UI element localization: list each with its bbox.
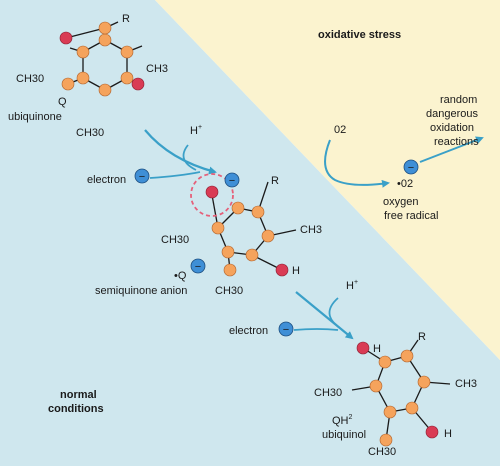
oxygen-radical-name-line1: oxygen [383, 196, 418, 208]
step1-main-arrow [144, 129, 217, 175]
ubiquinol-h-bottom-label: H [444, 428, 452, 440]
outcome-line1: random [440, 94, 477, 106]
step2-electron-label: electron [229, 325, 268, 337]
step2-hplus-arrow [328, 297, 341, 329]
ubiquinol-h-top-label: H [373, 343, 381, 355]
outcome-line3: oxidation [430, 122, 474, 134]
ubiquinone-name-label: ubiquinone [8, 111, 62, 123]
ubiquinone-r-label: R [122, 13, 130, 25]
semiquinone-oxygen-bottom [275, 263, 289, 277]
step1-electron-arrow [149, 171, 201, 179]
oxygen-atom-bottom [131, 77, 145, 91]
svg-text:−: − [283, 324, 289, 336]
svg-text:−: − [195, 261, 201, 273]
ubiquinol-r-label: R [418, 331, 426, 343]
semiquinone-name-label: semiquinone anion [95, 285, 187, 297]
svg-text:−: − [408, 162, 414, 174]
step2-electron-arrow [293, 328, 339, 331]
outcome-line4: reactions [434, 136, 479, 148]
o2-label: 02 [334, 124, 346, 136]
semiquinone-dotq-label: •Q [174, 270, 187, 282]
ubiquinol-name-label: ubiquinol [322, 429, 366, 441]
ubiquinol-atoms [356, 341, 439, 447]
svg-text:−: − [139, 171, 145, 183]
oxygen-radical-name-line2: free radical [384, 210, 438, 222]
step1-hplus-label: H+ [190, 124, 202, 137]
semiquinone-oxygen-top [205, 185, 219, 199]
radical-to-reactions-arrow [419, 136, 484, 163]
oxygen-radical-symbol: •02 [397, 178, 413, 190]
semiquinone-ch3o-bottom-label: CH30 [215, 285, 243, 297]
ubiquinol-ch3-label: CH3 [455, 378, 477, 390]
radical-electron-icon: − [403, 159, 419, 175]
radical-site-dashed-circle [190, 173, 234, 217]
oxidative-stress-label: oxidative stress [318, 29, 401, 41]
o2-to-radical-arrow [324, 139, 390, 188]
step2-electron-icon: − [278, 321, 294, 337]
step1-hplus-arrow [182, 144, 197, 171]
ubiquinol-oxygen-top [356, 341, 370, 355]
semiquinone-h-label: H [292, 265, 300, 277]
semiquinone-electron-icon: − [224, 172, 240, 188]
ubiquinone-q-label: Q [58, 96, 67, 108]
step1-electron-icon: − [134, 168, 150, 184]
oxidative-stress-region [155, 0, 500, 360]
ubiquinol-oxygen-bottom [425, 425, 439, 439]
svg-text:−: − [229, 175, 235, 187]
outcome-line2: dangerous [426, 108, 478, 120]
normal-label-line1: normal [60, 389, 97, 401]
semiquinone-atoms [205, 185, 289, 277]
semiquinone-r-label: R [271, 175, 279, 187]
ubiquinol-qh2-label: QH2 [332, 414, 353, 427]
step2-main-arrow [295, 291, 354, 340]
semiquinone-ch3-label: CH3 [300, 224, 322, 236]
ubiquinone-ch3-label: CH3 [146, 63, 168, 75]
oxygen-atom-top [59, 31, 73, 45]
ubiquinol-ch3o-bottom-label: CH30 [368, 446, 396, 458]
normal-label-line2: conditions [48, 403, 104, 415]
step2-hplus-label: H+ [346, 279, 358, 292]
ubiquinol-ch3o-left-label: CH30 [314, 387, 342, 399]
semiquinone-side-electron-icon: − [190, 258, 206, 274]
ubiquinone-ch3o-left-label: CH30 [16, 73, 44, 85]
ubiquinone-atoms [59, 21, 145, 97]
step1-electron-label: electron [87, 174, 126, 186]
ubiquinone-ch3o-bottom-label: CH30 [76, 127, 104, 139]
semiquinone-ch3o-left-label: CH30 [161, 234, 189, 246]
